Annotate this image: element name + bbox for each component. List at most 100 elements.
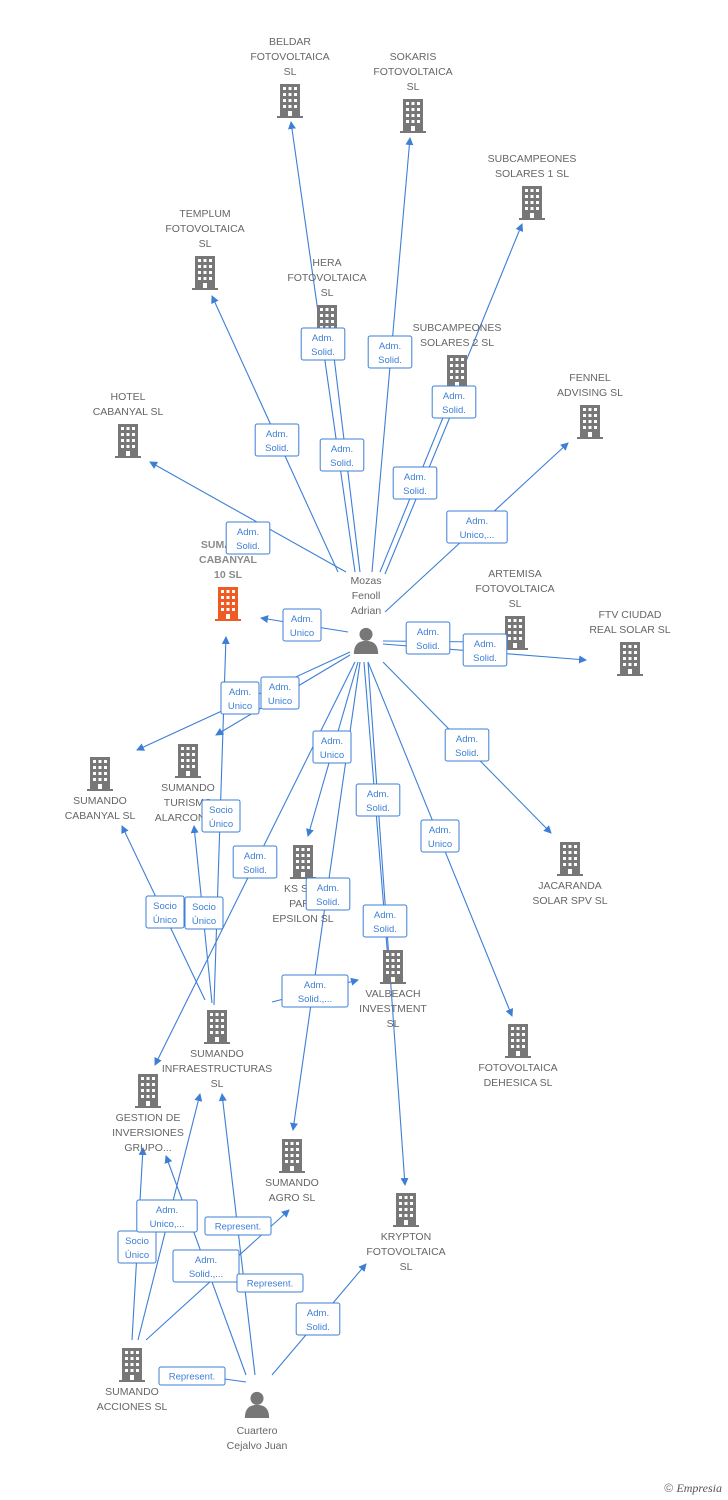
edge-label-text: Adm. xyxy=(195,1255,217,1266)
edge-label[interactable]: Adm.Solid. xyxy=(444,728,490,762)
edge-label-box xyxy=(172,1249,240,1283)
node-label: ARTEMISA xyxy=(488,568,541,580)
node-label: FENNEL xyxy=(569,372,611,384)
edge-label-box xyxy=(305,877,351,911)
edge-label[interactable]: Adm.Unico xyxy=(312,730,352,764)
edge-label-text: Adm. xyxy=(456,734,478,745)
edge-label-box xyxy=(201,799,241,833)
edge-label-text: Unico xyxy=(428,839,452,850)
brand-logo[interactable]: Empresia xyxy=(676,1481,722,1495)
edge-label[interactable]: Adm.Solid. xyxy=(254,423,300,457)
node-label: SUMANDO xyxy=(105,1386,159,1398)
edge-label[interactable]: Represent. xyxy=(236,1273,304,1293)
edge-label-box xyxy=(367,335,413,369)
edge-label-text: Único xyxy=(125,1250,149,1261)
edge-label[interactable]: Adm.Solid. xyxy=(319,438,365,472)
node-label: SUMANDO xyxy=(190,1048,244,1060)
edge-label[interactable]: Adm.Unico,... xyxy=(136,1199,198,1233)
edge-label-text: Solid.,... xyxy=(298,994,332,1005)
edge-label[interactable]: Adm.Unico xyxy=(282,608,322,642)
edge-label[interactable]: Adm.Unico,... xyxy=(446,510,508,544)
edge-label-text: Único xyxy=(209,819,233,830)
edge-label[interactable]: Adm.Solid. xyxy=(462,633,508,667)
node-label: CABANYAL xyxy=(199,554,258,566)
edge-label[interactable]: Adm.Solid. xyxy=(232,845,278,879)
edge-label[interactable]: Adm.Solid. xyxy=(392,466,438,500)
edge-label[interactable]: Adm.Solid. xyxy=(300,327,346,361)
edge-label[interactable]: Adm.Solid. xyxy=(305,877,351,911)
edge-label-text: Unico xyxy=(320,750,344,761)
edge-label[interactable]: Represent. xyxy=(158,1366,226,1386)
node-gestion[interactable]: GESTION DEINVERSIONESGRUPO... xyxy=(112,1074,184,1154)
edge-label[interactable]: Represent. xyxy=(204,1216,272,1236)
node-label: INFRAESTRUCTURAS xyxy=(162,1063,272,1075)
edge-label-box xyxy=(355,783,401,817)
node-label: SOLARES 2 SL xyxy=(420,337,494,349)
node-label: SUMANDO xyxy=(73,795,127,807)
edge-label[interactable]: Adm.Solid. xyxy=(295,1302,341,1336)
node-label: FOTOVOLTAICA xyxy=(478,1062,557,1074)
edge-label[interactable]: Adm.Solid. xyxy=(367,335,413,369)
edge-label[interactable]: Adm.Solid. xyxy=(355,783,401,817)
edge-label[interactable]: Adm.Solid. xyxy=(225,521,271,555)
edge-label[interactable]: Adm.Unico xyxy=(220,681,260,715)
node-label: SOLAR SPV SL xyxy=(532,895,607,907)
edge-label[interactable]: Adm.Solid. xyxy=(362,904,408,938)
edge-label-box xyxy=(431,385,477,419)
edge-label-box xyxy=(254,423,300,457)
node-label: Cejalvo Juan xyxy=(227,1440,288,1452)
node-label: REAL SOLAR SL xyxy=(589,624,670,636)
node-label: FOTOVOLTAICA xyxy=(165,223,244,235)
edge-label[interactable]: Adm.Solid. xyxy=(431,385,477,419)
edge-label[interactable]: Adm.Solid.,... xyxy=(172,1249,240,1283)
edge-label-text: Adm. xyxy=(156,1205,178,1216)
edge-label-box xyxy=(420,819,460,853)
node-label: SUBCAMPEONES xyxy=(488,153,577,165)
node-label: KRYPTON xyxy=(381,1231,431,1243)
edge-label-text: Socio xyxy=(192,902,216,913)
node-label: HERA xyxy=(312,257,341,269)
building-icon xyxy=(290,845,316,879)
node-label: TEMPLUM xyxy=(179,208,230,220)
node-label: FOTOVOLTAICA xyxy=(250,51,329,63)
edge-label[interactable]: Adm.Unico xyxy=(260,676,300,710)
edge-label[interactable]: Adm.Solid. xyxy=(405,621,451,655)
node-label: SL xyxy=(284,66,297,78)
edge-label-text: Unico xyxy=(290,628,314,639)
node-label: Fenoll xyxy=(352,590,381,602)
edge-label-text: Adm. xyxy=(312,333,334,344)
building-icon xyxy=(444,355,470,389)
edge-label-text: Represent. xyxy=(247,1279,293,1290)
edge-label-box xyxy=(145,895,185,929)
node-label: SOKARIS xyxy=(390,51,437,63)
edge-label-box xyxy=(281,974,349,1008)
edge-label[interactable]: Adm.Unico xyxy=(420,819,460,853)
edge-label-box xyxy=(225,521,271,555)
edge-label-text: Único xyxy=(192,916,216,927)
edge-label[interactable]: Adm.Solid.,... xyxy=(281,974,349,1008)
